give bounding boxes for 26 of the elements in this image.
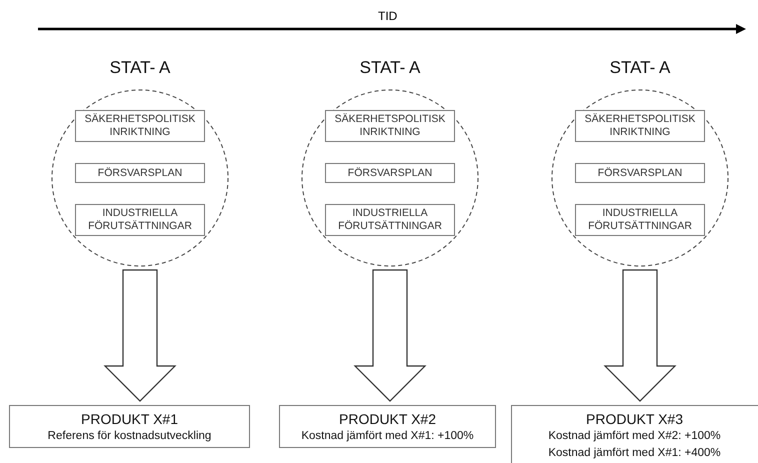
- factor-box: INDUSTRIELLA FÖRUTSÄTTNINGAR: [325, 204, 455, 236]
- block-arrow: [604, 269, 676, 402]
- factor-box: FÖRSVARSPLAN: [75, 163, 205, 183]
- product-box: [511, 405, 758, 463]
- factor-box: INDUSTRIELLA FÖRUTSÄTTNINGAR: [575, 204, 705, 236]
- factor-box: SÄKERHETSPOLITISK INRIKTNING: [575, 110, 705, 142]
- product-note: Kostnad jämfört med X#1: +100%: [300, 429, 475, 444]
- factor-box: SÄKERHETSPOLITISK INRIKTNING: [325, 110, 455, 142]
- block-arrow: [104, 269, 176, 402]
- product-title: PRODUKT X#2: [338, 411, 437, 428]
- product-note: Kostnad jämfört med X#1: +400%: [547, 446, 722, 461]
- state-heading: STAT- A: [108, 58, 172, 78]
- factor-box: FÖRSVARSPLAN: [325, 163, 455, 183]
- state-heading: STAT- A: [608, 58, 672, 78]
- product-title: PRODUKT X#1: [80, 411, 179, 428]
- product-title: PRODUKT X#3: [585, 411, 684, 428]
- product-box: [279, 405, 496, 448]
- factor-box: INDUSTRIELLA FÖRUTSÄTTNINGAR: [75, 204, 205, 236]
- block-arrow: [354, 269, 426, 402]
- factor-box: FÖRSVARSPLAN: [575, 163, 705, 183]
- product-box: [9, 405, 250, 448]
- factor-box: SÄKERHETSPOLITISK INRIKTNING: [75, 110, 205, 142]
- product-note: Kostnad jämfört med X#2: +100%: [547, 429, 722, 444]
- product-note: Referens för kostnadsutveckling: [46, 429, 212, 444]
- state-heading: STAT- A: [358, 58, 422, 78]
- axis-label: TID: [378, 9, 398, 23]
